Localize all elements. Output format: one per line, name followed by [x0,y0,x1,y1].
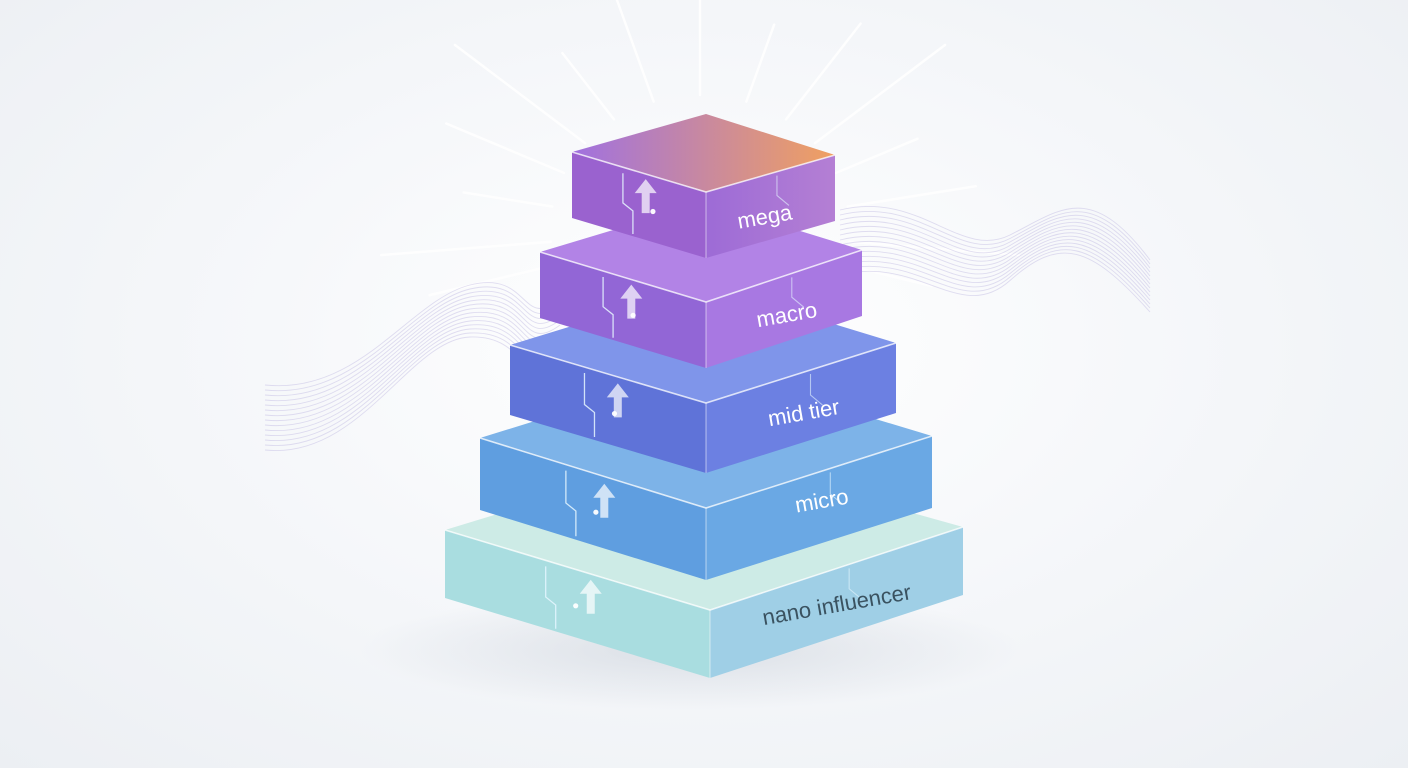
circuit-trace [809,374,823,406]
light-ray [846,185,977,208]
light-ray [784,22,862,121]
light-ray [445,122,566,175]
tier-left-face [540,252,706,368]
wave-line-right [839,239,1151,297]
circuit-trace [565,470,577,537]
tier-right-face [710,527,963,678]
circuit-trace [583,373,596,438]
wave-line-left [264,286,561,392]
up-arrow-icon [620,284,643,319]
circuit-trace [791,277,805,308]
light-ray [380,240,552,257]
circuit-trace [776,175,790,206]
tier-right-face [706,250,862,368]
circuit-trace [829,472,843,505]
tier-top-face [572,114,835,192]
wave-line-left [264,290,561,397]
wave-line-left [264,303,561,412]
light-ray [428,263,557,297]
wave-line-right [839,225,1151,281]
circuit-trace [545,566,557,629]
wave-line-right [839,214,1151,269]
light-ray [453,43,587,145]
tier-edge-highlight [479,435,933,509]
wave-line-left [264,299,561,407]
circuit-trace [848,568,862,600]
light-ray [615,0,655,103]
up-arrow-icon [606,383,629,418]
circuit-trace [622,173,634,234]
wave-line-left [264,307,561,417]
up-arrow-icon [579,579,602,614]
tier-left-face [572,152,706,258]
circuit-node [650,208,656,215]
up-arrow-icon [634,179,657,214]
wave-line-right [839,221,1151,277]
up-arrow-icon [593,483,616,518]
tier-right-face [706,155,835,258]
wave-line-right [839,228,1151,285]
light-ray [848,240,1020,257]
wave-line-left [264,295,561,402]
tier-block-mega: mega [571,114,836,258]
tier-edge-highlight [571,151,836,193]
light-ray [462,191,554,208]
wave-line-right [839,242,1151,301]
wave-line-right [839,210,1151,265]
wave-line-right [839,235,1151,293]
wave-line-right [839,205,1151,261]
light-ray [561,51,616,121]
wave-line-right [839,252,1151,313]
circuit-trace [602,277,614,338]
circuit-node [573,603,579,609]
tier-right-face [706,343,896,473]
circuit-node [593,509,599,515]
wave-lines [264,205,1151,451]
tier-edge-highlight [444,526,964,611]
light-ray [745,23,776,103]
wave-line-right [839,218,1151,273]
tier-edge-highlight [509,342,897,404]
wave-line-left [264,282,561,387]
wave-line-right [839,249,1151,309]
wave-line-right [839,232,1151,289]
tier-edge-highlight [539,249,863,303]
tier-right-face [706,436,932,580]
light-ray [813,43,947,145]
light-ray [834,137,919,175]
tier-left-face [510,345,706,473]
wave-line-right [839,245,1151,305]
tier-left-face [480,438,706,580]
